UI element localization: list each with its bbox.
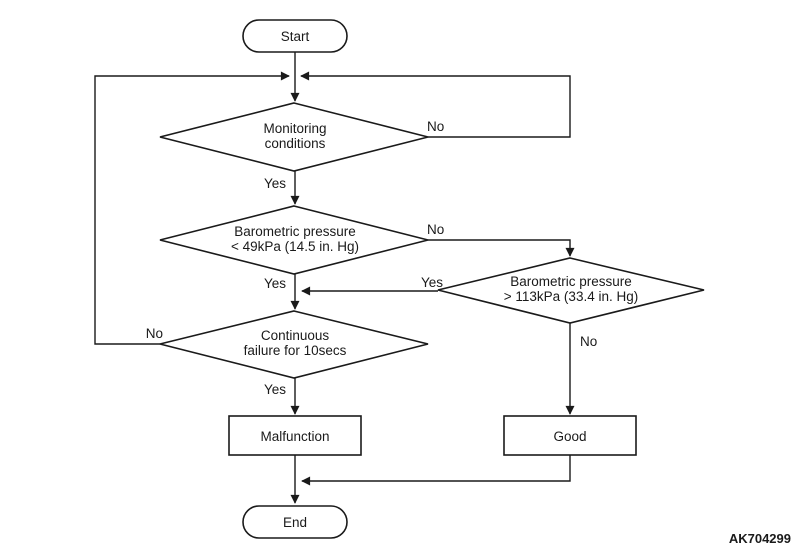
node-barometric-high-label-line2: > 113kPa (33.4 in. Hg) xyxy=(504,289,638,304)
edge-label-baro-high-no: No xyxy=(580,334,597,349)
node-monitoring-label-line2: conditions xyxy=(265,136,326,151)
node-continuous-failure-label-line2: failure for 10secs xyxy=(244,343,347,358)
figure-code: AK704299 xyxy=(729,531,791,546)
edge-label-continuous-no: No xyxy=(146,326,163,341)
node-good-label: Good xyxy=(553,429,586,444)
edge-good-to-end xyxy=(301,455,571,486)
edge-label-monitoring-yes: Yes xyxy=(264,176,286,191)
node-malfunction-label: Malfunction xyxy=(260,429,329,444)
node-barometric-high-label-line1: Barometric pressure xyxy=(510,274,632,289)
node-end-label: End xyxy=(283,515,307,530)
node-monitoring-conditions xyxy=(159,102,429,172)
edge-label-baro-low-no: No xyxy=(427,222,444,237)
node-monitoring-label-line1: Monitoring xyxy=(263,121,326,136)
node-barometric-high xyxy=(437,257,705,324)
node-good xyxy=(503,415,637,456)
edge-label-monitoring-no: No xyxy=(427,119,444,134)
edge-label-baro-low-yes: Yes xyxy=(264,276,286,291)
node-start xyxy=(242,19,348,53)
edge-label-baro-high-yes: Yes xyxy=(421,275,443,290)
node-barometric-low-label-line2: < 49kPa (14.5 in. Hg) xyxy=(231,239,359,254)
node-barometric-low-label-line1: Barometric pressure xyxy=(234,224,356,239)
edge-label-continuous-yes: Yes xyxy=(264,382,286,397)
node-continuous-failure xyxy=(159,310,429,379)
node-malfunction xyxy=(228,415,362,456)
node-start-label: Start xyxy=(281,29,310,44)
edge-continuous-no-return xyxy=(94,71,290,345)
node-barometric-low xyxy=(159,205,429,275)
edge-monitoring-no-return xyxy=(300,71,571,138)
node-continuous-failure-label-line1: Continuous xyxy=(261,328,330,343)
node-end xyxy=(242,505,348,539)
edge-baro-low-no xyxy=(428,239,575,257)
